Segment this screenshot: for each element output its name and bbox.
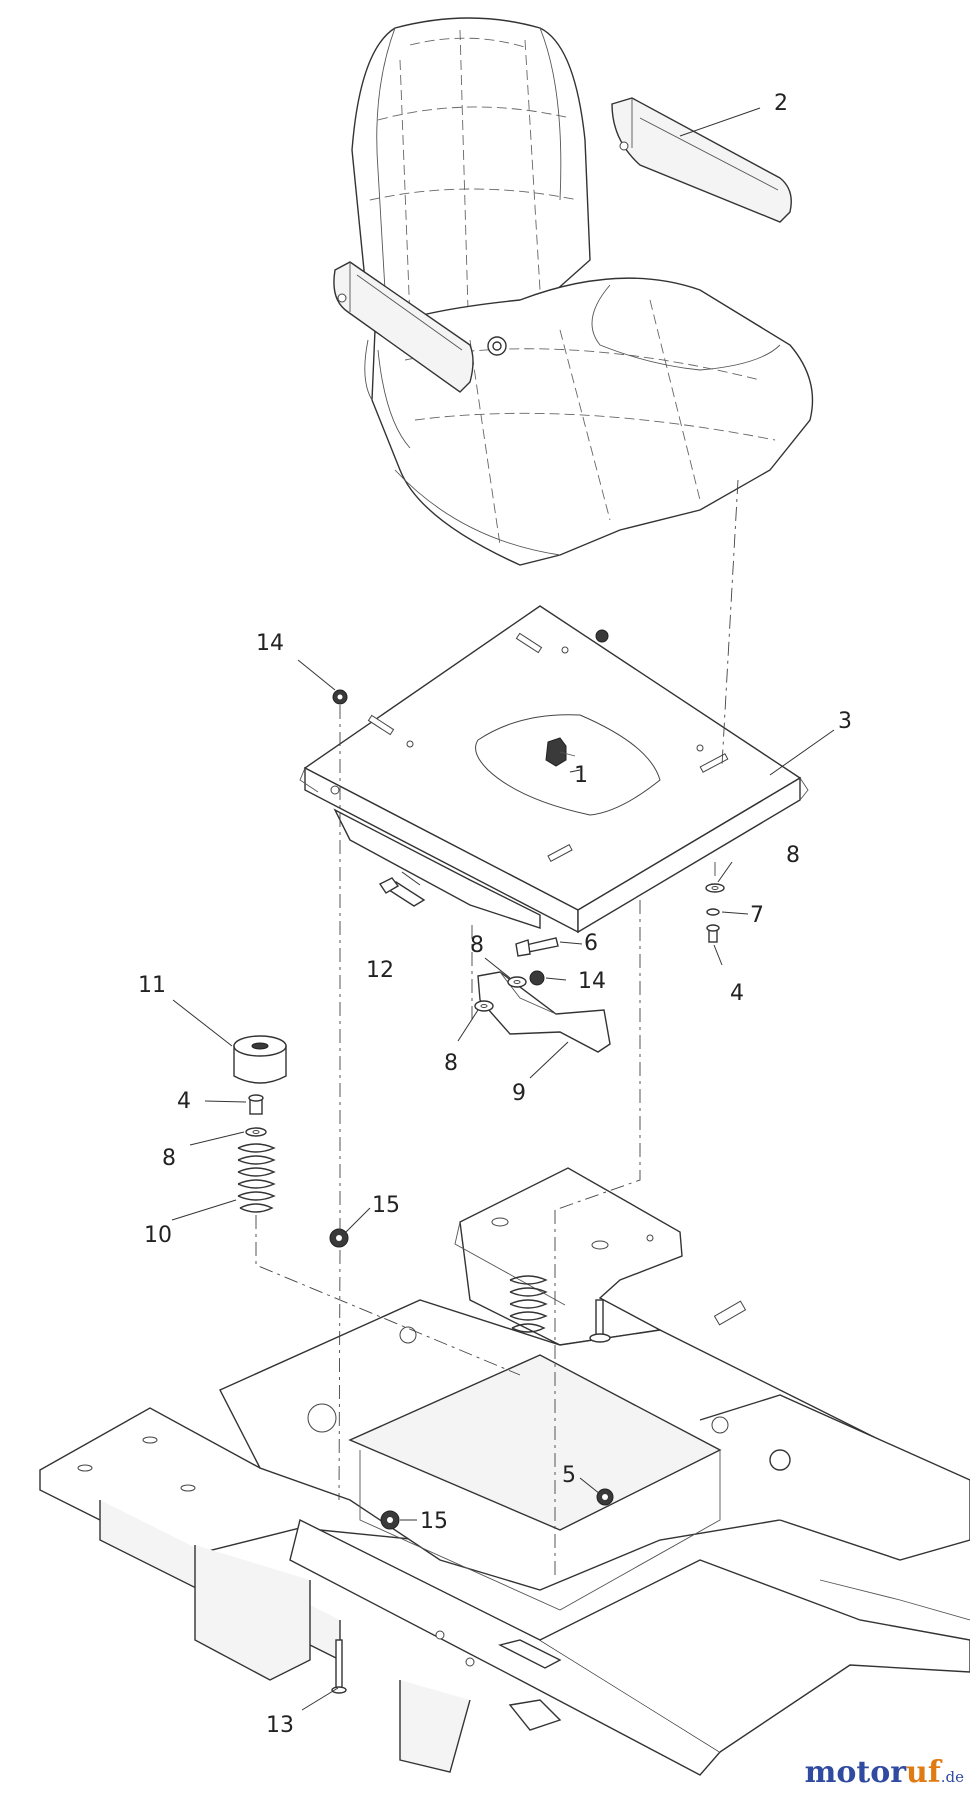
callout-3: 3 — [838, 709, 852, 734]
bracket-9 — [474, 970, 611, 1053]
callout-labels: 1 2 3 4 4 5 6 7 8 8 8 8 9 10 11 12 13 14… — [138, 91, 852, 1738]
bolt-12 — [378, 877, 426, 907]
callout-leaders — [171, 107, 835, 1711]
callout-10: 10 — [144, 1223, 172, 1248]
callout-4-left: 4 — [177, 1089, 191, 1114]
callout-8-left: 8 — [162, 1146, 176, 1171]
nut-top-left — [332, 689, 348, 705]
callout-6: 6 — [584, 931, 598, 956]
callout-8-bracket-top: 8 — [470, 933, 484, 958]
watermark-suffix: .de — [940, 1768, 964, 1786]
callout-8-bracket-bottom: 8 — [444, 1051, 458, 1076]
callout-11: 11 — [138, 973, 166, 998]
callout-2: 2 — [774, 91, 788, 116]
callout-4-right: 4 — [730, 981, 744, 1006]
callout-13: 13 — [266, 1713, 294, 1738]
callout-14-bracket: 14 — [578, 969, 606, 994]
seat — [333, 17, 814, 566]
callout-9: 9 — [512, 1081, 526, 1106]
callout-8-right: 8 — [786, 843, 800, 868]
callout-15-low: 15 — [420, 1509, 448, 1534]
callout-12: 12 — [366, 958, 394, 983]
callout-5: 5 — [562, 1463, 576, 1488]
seat-mounting-plate — [299, 605, 809, 934]
chassis-frame — [39, 1167, 970, 1776]
watermark-part-b: uf — [906, 1755, 941, 1790]
watermark-part-a: motor — [804, 1755, 907, 1790]
hardware-right-stack — [705, 883, 725, 943]
callout-1: 1 — [574, 763, 588, 788]
callout-15-mid: 15 — [372, 1193, 400, 1218]
bolt-6 — [515, 937, 559, 957]
assembly-alignment-lines — [255, 479, 739, 1580]
callout-14-top: 14 — [256, 631, 284, 656]
hardware-left-stack — [233, 1035, 287, 1213]
nut-mid-left — [329, 1228, 349, 1248]
watermark-logo: motoruf.de — [805, 1755, 964, 1790]
callout-7: 7 — [750, 903, 764, 928]
